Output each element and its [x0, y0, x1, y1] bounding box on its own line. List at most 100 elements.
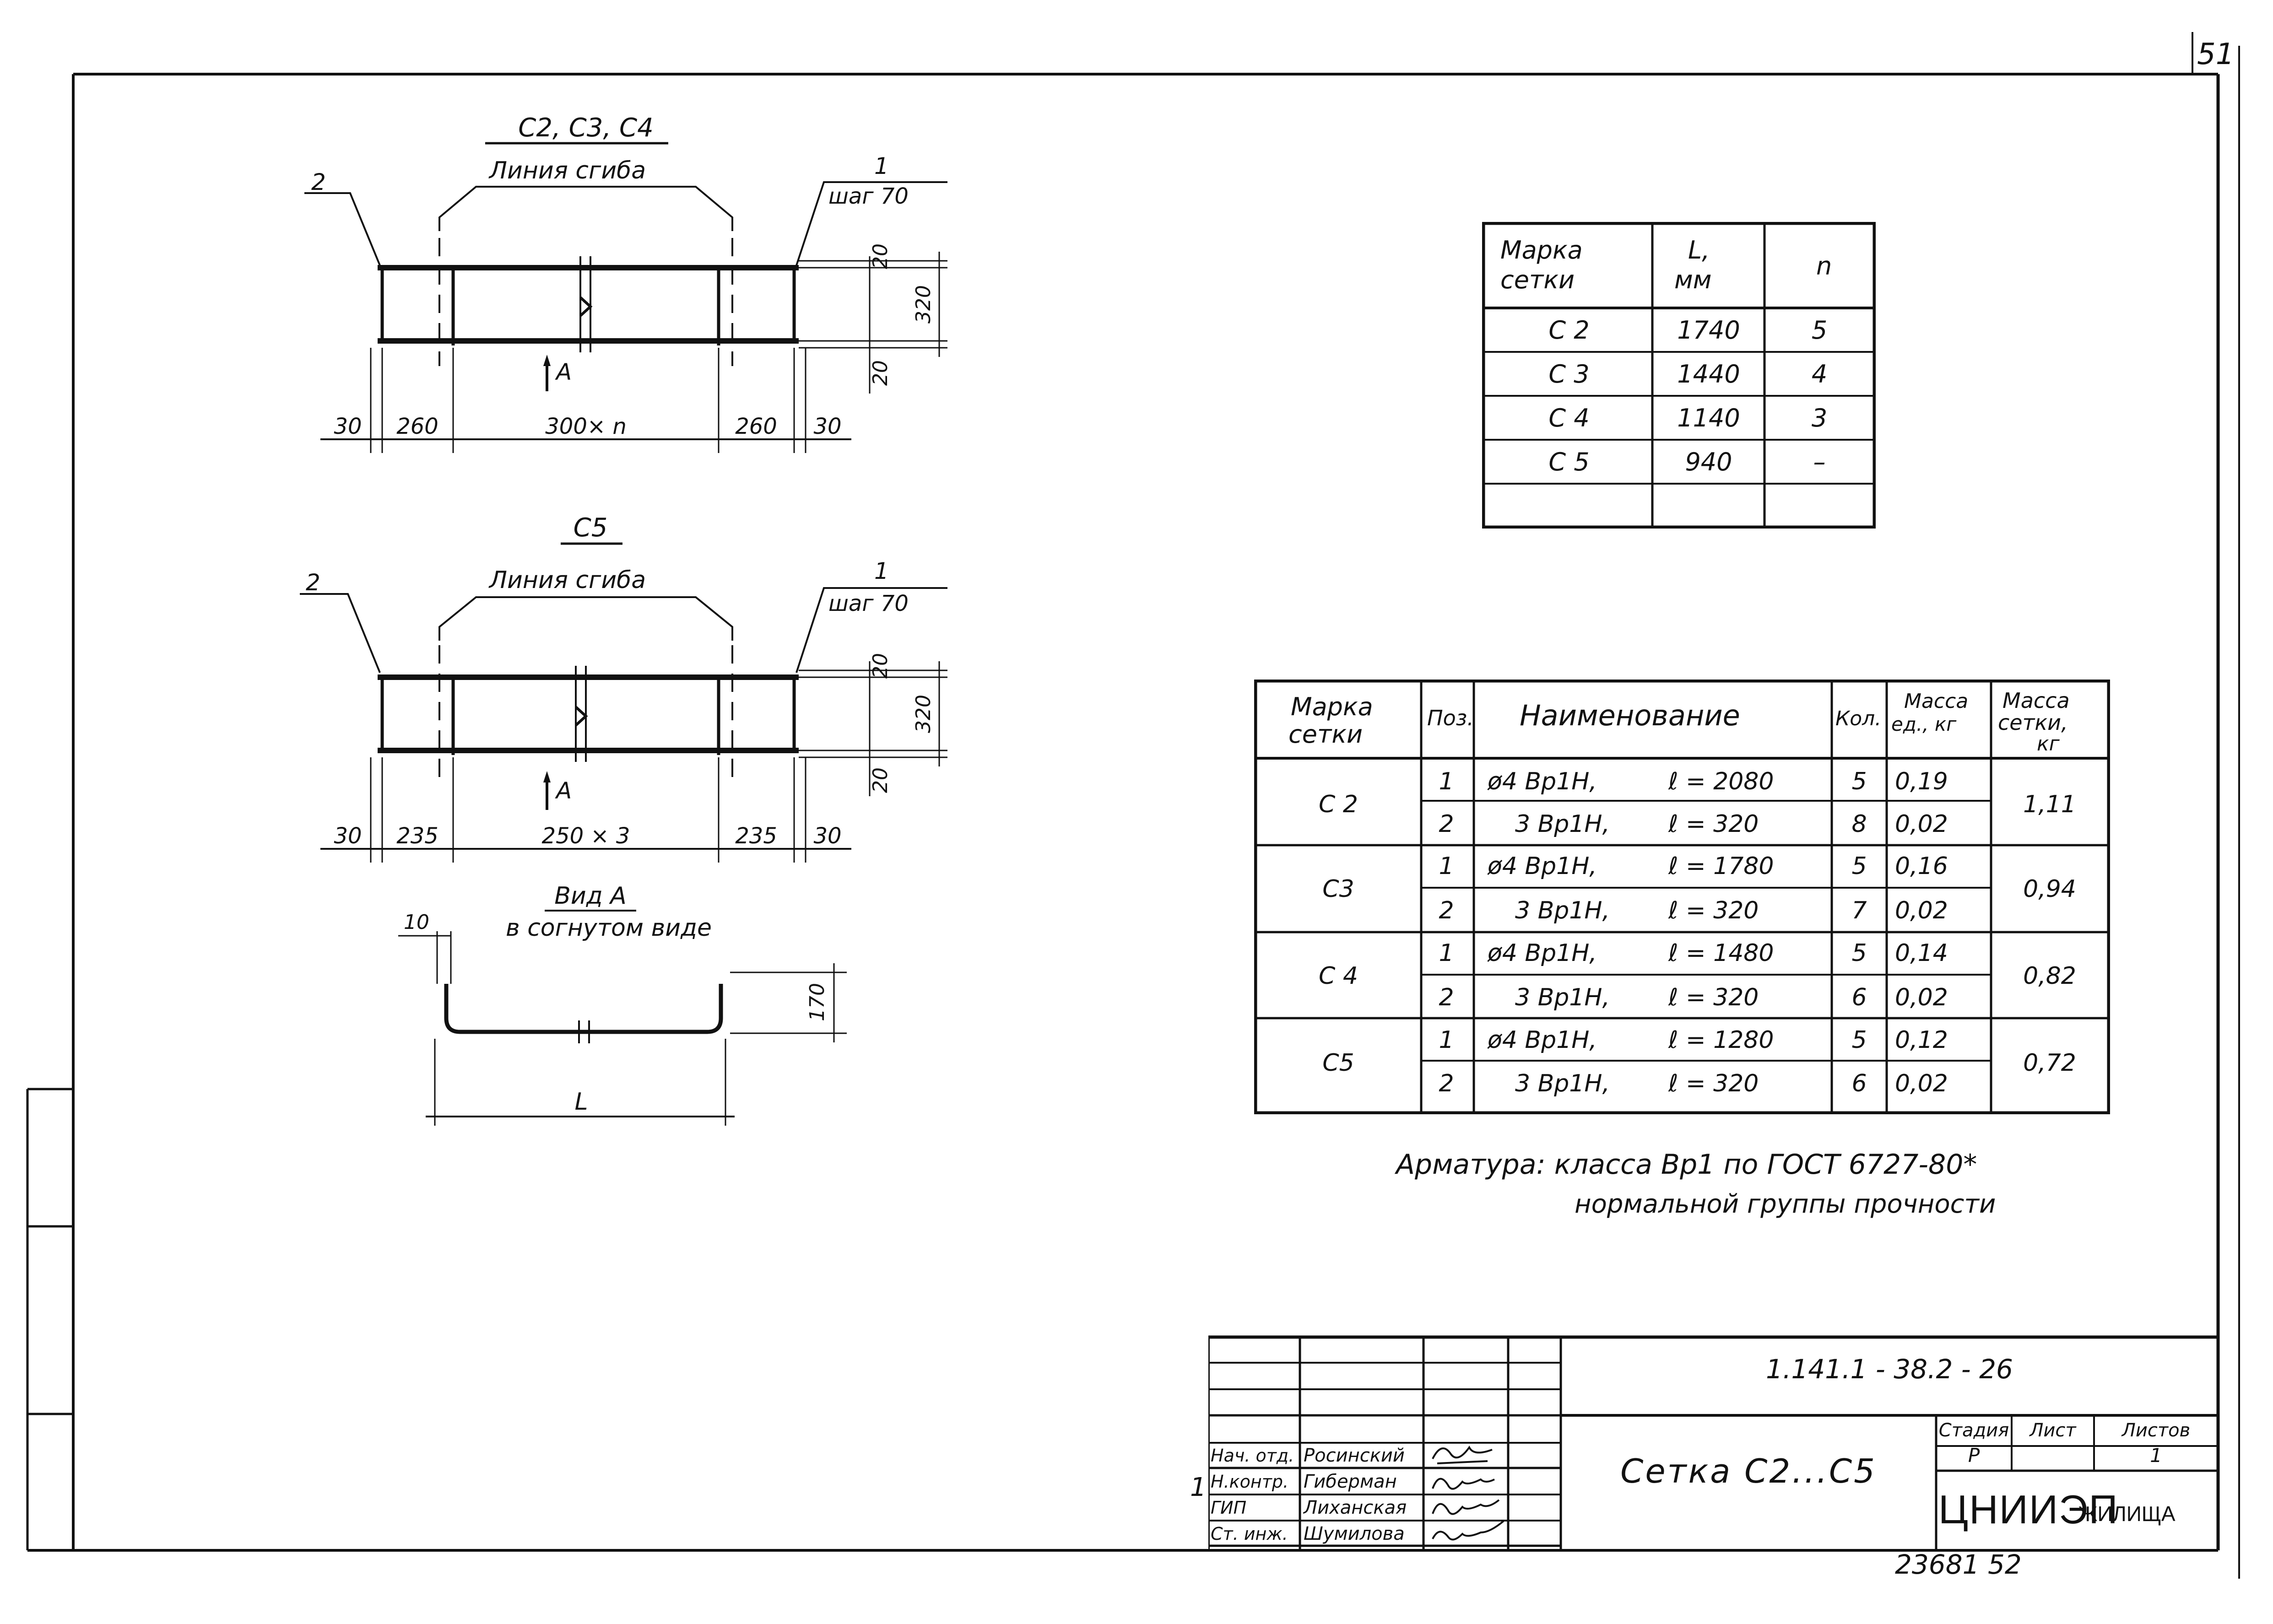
st-c3-name2: 3 Вр1Н, [1515, 897, 1610, 924]
st-c3-mass2: 0,02 [1895, 897, 1948, 924]
st-c5-pos1: 1 [1439, 1026, 1454, 1054]
st-c3-total: 0,94 [2023, 875, 2076, 903]
st-c2-mass2: 0,02 [1895, 810, 1948, 838]
drawing2-dim-30-left: 30 [334, 823, 362, 849]
lt-row3-n: 3 [1812, 404, 1827, 432]
role-4: Ст. инж. [1211, 1524, 1288, 1544]
drawing2-dim-235-left: 235 [396, 823, 438, 849]
signature-1 [1432, 1446, 1493, 1464]
st-c2-len2: ℓ = 320 [1668, 810, 1759, 838]
st-c5-len2: ℓ = 320 [1668, 1070, 1759, 1097]
person-1: Росинский [1304, 1445, 1405, 1466]
st-c3-len1: ℓ = 1780 [1668, 852, 1774, 880]
st-c3-name1: ø4 Вр1Н, [1487, 852, 1597, 880]
st-c2-pos1: 1 [1439, 768, 1454, 795]
lt-row4-n: – [1813, 448, 1826, 476]
document-code: 1.141.1 - 38.2 - 26 [1766, 1354, 2013, 1385]
signature-4 [1432, 1520, 1505, 1541]
drawing2-dim-mid: 320 [912, 695, 935, 733]
view-a-title: Вид А [554, 882, 627, 910]
person-2: Гиберман [1304, 1471, 1397, 1492]
st-header-name: Наименование [1520, 699, 1740, 732]
st-c3-len2: ℓ = 320 [1668, 897, 1759, 924]
drawing1-dim-mid: 320 [912, 285, 935, 324]
drawing1-dim-middle: 300× n [545, 414, 627, 439]
lt-row4-mark: С 5 [1548, 448, 1589, 476]
signatures [1432, 1446, 1505, 1541]
lt-row2-n: 4 [1812, 360, 1827, 388]
st-c5-pos2: 2 [1439, 1070, 1454, 1097]
drawing2-title: С5 [574, 513, 608, 543]
role-column: Нач. отд. Н.контр. ГИП Ст. инж. [1211, 1443, 1300, 1550]
st-c4-len1: ℓ = 1480 [1668, 939, 1774, 967]
st-c4-mass2: 0,02 [1895, 984, 1948, 1011]
st-c3-qty2: 7 [1851, 897, 1867, 924]
view-a: Вид А в согнутом виде 10 170 L [398, 882, 847, 1126]
length-table: Марка сетки L, мм n С 2 1740 5 С 3 1440 … [1482, 222, 1876, 529]
drawing2-callout-1: 1 [874, 558, 889, 584]
drawing1-callout-2: 2 [311, 169, 326, 195]
signature-3 [1432, 1499, 1500, 1515]
lt-row2-L: 1440 [1677, 360, 1740, 388]
drawing-c2-c4: С2, С3, С4 Линия сгиба 2 1 шаг 70 А 20 3… [304, 113, 947, 453]
drawing2-bend-label: Линия сгиба [488, 567, 646, 594]
drawing2-dim-30-right: 30 [813, 823, 841, 849]
sheets-value: 1 [2150, 1444, 2162, 1467]
sheet-frame [26, 32, 2240, 1579]
view-a-dim-10: 10 [404, 911, 429, 934]
st-c2-qty1: 5 [1851, 768, 1867, 795]
organization-logo: ЦНИИЭП [1938, 1487, 2119, 1532]
drawing1-dim-260-left: 260 [396, 414, 438, 439]
st-c3-pos1: 1 [1439, 852, 1454, 880]
drawing1-dim-260-right: 260 [735, 414, 777, 439]
st-header-totalmass-1: Масса [2002, 688, 2070, 713]
stage-label: Стадия [1938, 1420, 2009, 1441]
name-column: Росинский Гиберман Лиханская Шумилова [1304, 1443, 1423, 1550]
st-c3-mass1: 0,16 [1895, 852, 1948, 880]
revision-mark: 1 [1190, 1473, 1207, 1502]
st-c4-pos1: 1 [1439, 939, 1454, 967]
lt-row3-mark: С 4 [1548, 404, 1589, 432]
organization-subtitle: ЖИЛИЩА [2078, 1502, 2176, 1526]
drawing1-pitch: шаг 70 [828, 183, 909, 209]
st-c5-name1: ø4 Вр1Н, [1487, 1026, 1597, 1054]
st-c5-name2: 3 Вр1Н, [1515, 1070, 1610, 1097]
st-c5-len1: ℓ = 1280 [1668, 1026, 1774, 1054]
st-header-pos: Поз. [1427, 706, 1474, 730]
title-block: 1 Нач. отд. Н.контр. ГИП Ст. инж. Росинс… [1190, 1335, 2218, 1550]
drawing1-dim-top: 20 [869, 243, 892, 269]
drawing1-dim-bot: 20 [869, 360, 892, 386]
role-1: Нач. отд. [1211, 1446, 1294, 1466]
st-c5-qty2: 6 [1851, 1070, 1867, 1097]
lt-header-L-1: L, [1688, 236, 1710, 264]
st-c4-name2: 3 Вр1Н, [1515, 984, 1610, 1011]
lt-row1-L: 1740 [1677, 316, 1740, 345]
st-header-mark-2: сетки [1288, 720, 1363, 749]
st-c2-pos2: 2 [1439, 810, 1454, 838]
spec-table-grid: Марка сетки Поз. Наименование Кол. Масса… [1254, 680, 2110, 1114]
drawing2-view-marker: А [555, 777, 572, 804]
length-table-grid: Марка сетки L, мм n С 2 1740 5 С 3 1440 … [1482, 222, 1876, 529]
st-c4-mark: С 4 [1319, 962, 1358, 990]
st-c2-total: 1,11 [2023, 791, 2076, 818]
drawing2-dim-235-right: 235 [735, 823, 777, 849]
drawing1-dim-30-left: 30 [334, 414, 362, 439]
st-header-mark-1: Марка [1291, 692, 1373, 721]
drawing-c5: С5 Линия сгиба 2 1 шаг 70 А 20 320 20 [300, 513, 947, 863]
drawing-name: Сетка С2...С5 [1620, 1452, 1877, 1490]
st-c2-name1: ø4 Вр1Н, [1487, 768, 1597, 795]
title-block-grid [1208, 1335, 2218, 1550]
drawing2-dim-bot: 20 [869, 767, 892, 793]
st-header-totalmass-3: кг [2037, 732, 2060, 755]
spec-table: Марка сетки Поз. Наименование Кол. Масса… [1254, 680, 2110, 1114]
st-c4-name1: ø4 Вр1Н, [1487, 939, 1597, 967]
drawing2-dim-middle: 250 × 3 [542, 823, 630, 849]
st-c5-mass2: 0,02 [1895, 1070, 1948, 1097]
drawing2-pitch: шаг 70 [828, 591, 909, 616]
lt-header-mark-1: Марка [1500, 236, 1583, 264]
st-c2-name2: 3 Вр1Н, [1515, 810, 1610, 838]
corner-number: 51 [2197, 38, 2234, 71]
st-c4-mass1: 0,14 [1895, 939, 1948, 967]
st-c4-len2: ℓ = 320 [1668, 984, 1759, 1011]
